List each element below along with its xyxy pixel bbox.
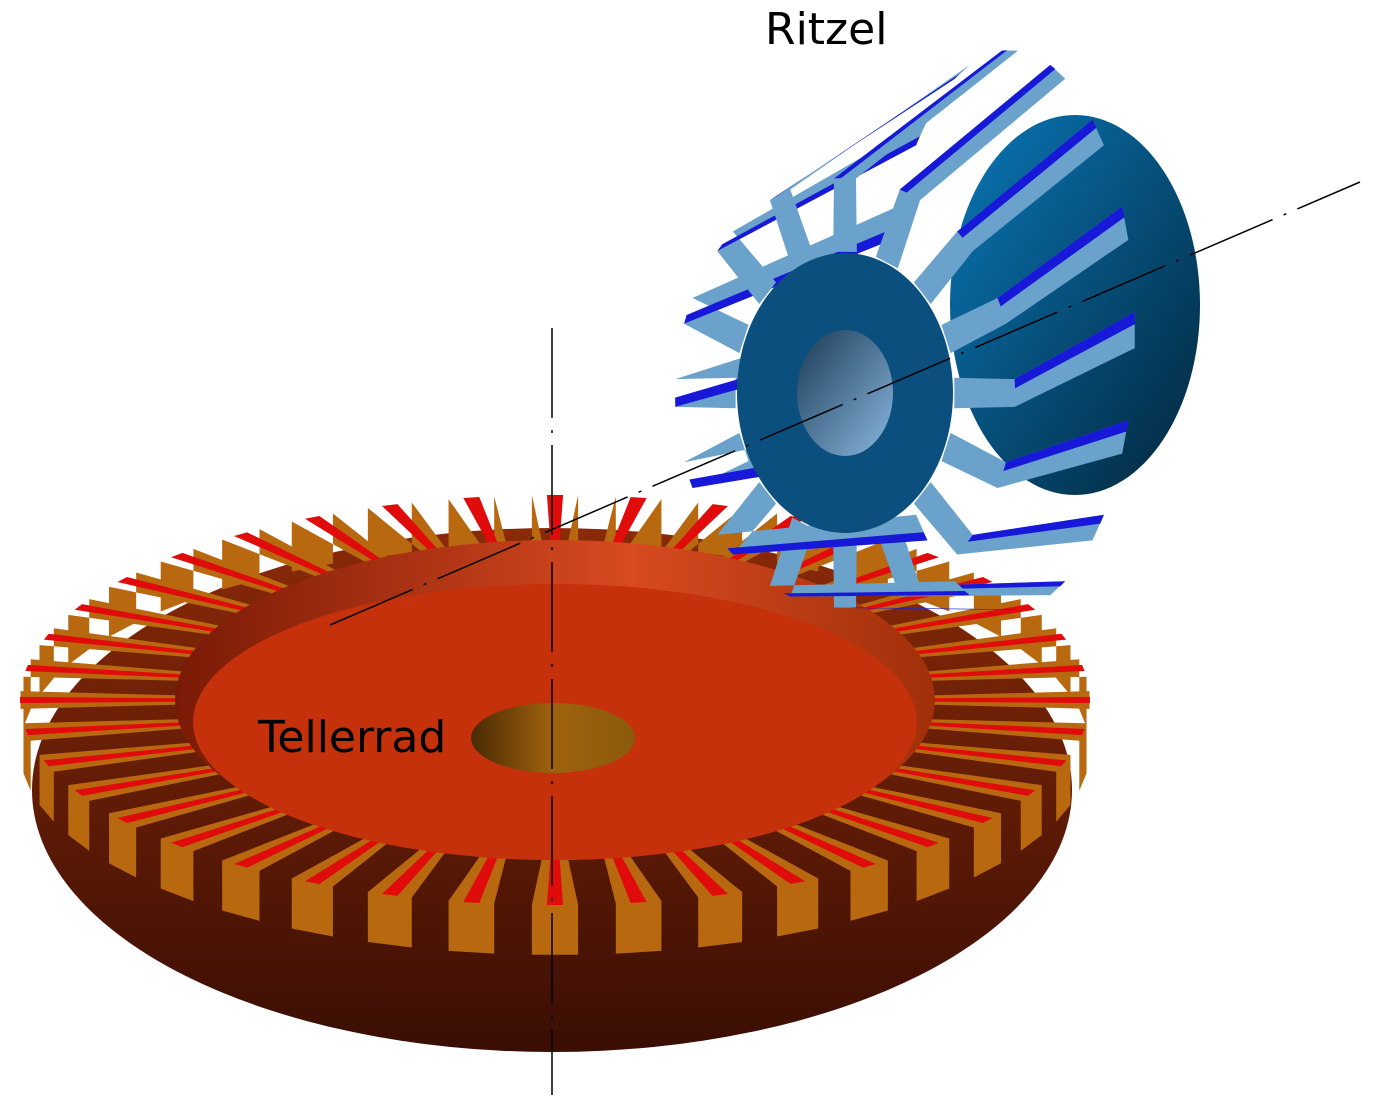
ring-gear-tooth-top: [608, 497, 647, 553]
ring-gear-tooth-top: [43, 744, 205, 767]
ring-gear-tooth-top: [171, 552, 297, 596]
ring-gear-tooth-top: [769, 820, 876, 868]
ring-gear-tooth: [847, 784, 1001, 878]
ring-gear-tooth-top: [919, 721, 1085, 736]
ring-gear-tooth-top: [608, 847, 647, 903]
ring-gear-tooth-top: [382, 842, 445, 896]
ring-gear-tooth-top: [74, 766, 228, 796]
ring-gear-tooth-top: [813, 804, 939, 848]
pinion-tooth: [769, 64, 970, 269]
ring-gear-label: Tellerrad: [258, 712, 447, 763]
ring-gear-tooth-top: [463, 497, 502, 553]
pinion-tooth-top: [1014, 311, 1135, 389]
ring-gear-tooth: [39, 628, 207, 696]
ring-gear-tooth: [222, 818, 347, 921]
ring-gear-tooth: [712, 831, 819, 937]
pinion-tooth-top: [957, 119, 1097, 238]
pinion-tooth: [913, 482, 1104, 555]
ring-gear-tooth-top: [919, 664, 1085, 679]
ring-gear-tooth-top: [117, 786, 259, 823]
ring-gear-bore: [471, 703, 635, 773]
ring-gear-tooth: [918, 718, 1087, 791]
pinion-tooth: [954, 311, 1135, 409]
ring-gear-tooth-top: [665, 504, 728, 558]
ring-gear-tooth-top: [20, 696, 186, 704]
pinion-tooth-top: [967, 514, 1104, 542]
ring-gear-tooth-top: [719, 832, 806, 885]
ring-gear-tooth-top: [463, 847, 502, 903]
ring-gear-tooth: [763, 818, 888, 921]
ring-gear-tooth-top: [882, 766, 1036, 796]
ring-gear-tooth-top: [546, 849, 564, 905]
ring-gear-tooth-top: [905, 744, 1067, 767]
ring-gear-tooth-top: [74, 604, 228, 634]
ring-gear-tooth-top: [382, 504, 445, 558]
ring-gear-tooth-top: [43, 633, 205, 656]
ring-gear-tooth: [23, 718, 192, 791]
pinion-label: Ritzel: [765, 4, 888, 55]
ring-gear-tooth: [367, 841, 452, 948]
pinion-tooth-top: [899, 64, 1056, 193]
ring-gear-tooth-top: [25, 664, 191, 679]
ring-gear-tooth-top: [25, 721, 191, 736]
pinion-tooth-top: [997, 206, 1125, 307]
pinion-tooth-top: [833, 50, 1008, 179]
ring-gear-tooth: [658, 841, 743, 948]
ring-gear-tooth: [68, 599, 231, 665]
ring-gear-tooth-top: [882, 604, 1036, 634]
pinion-axis: [329, 181, 1361, 626]
ring-gear-tooth: [903, 628, 1071, 696]
ring-gear-tooth: [108, 784, 263, 878]
ring-gear-tooth: [291, 831, 398, 937]
pinion-tooth-top: [1003, 420, 1129, 471]
ring-gear-tooth-top: [851, 786, 993, 823]
ring-gear-tooth-top: [171, 804, 297, 848]
ring-gear-tooth-top: [924, 696, 1090, 704]
ring-gear-tooth-top: [117, 577, 259, 614]
pinion-tooth: [913, 119, 1104, 304]
pinion-tooth-top: [727, 532, 928, 555]
ring-gear-tooth-top: [234, 532, 341, 580]
pinion-tooth-top: [783, 590, 970, 597]
ring-gear-tooth-top: [304, 832, 391, 885]
ring-gear-tooth-top: [234, 820, 341, 868]
pinion-tooth: [769, 517, 970, 597]
ring-gear: [20, 495, 1090, 1052]
ring-gear-tooth: [601, 496, 662, 553]
pinion-tooth: [875, 64, 1066, 269]
ring-gear-tooth-top: [905, 633, 1067, 656]
ring-gear-tooth: [448, 496, 509, 553]
pinion-tooth-top: [848, 607, 1019, 610]
ring-gear-tooth: [879, 599, 1042, 665]
ring-gear-tooth-top: [546, 495, 564, 551]
ring-gear-tooth-top: [665, 842, 728, 896]
ring-gear-tooth-top: [304, 515, 391, 568]
pinion-bore: [797, 330, 893, 456]
pinion-gear: [675, 50, 1200, 610]
